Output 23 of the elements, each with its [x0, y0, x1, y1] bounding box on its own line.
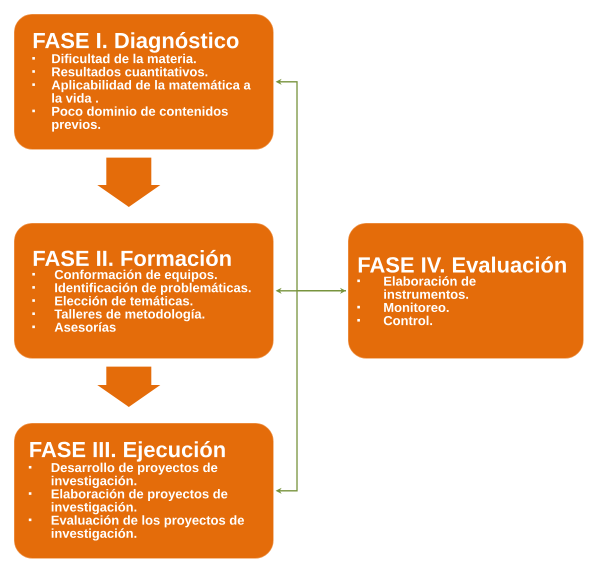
- bullet-item: Elaboración de instrumentos.: [384, 276, 476, 299]
- bullet-item: Identificación de problemáticas.: [55, 282, 251, 295]
- bullet-item: Monitoreo.: [384, 302, 449, 312]
- phase-title: FASE IV. Evaluación: [358, 256, 566, 273]
- bullet-item: Resultados cuantitativos.: [52, 66, 208, 76]
- bullet-item: Elaboración de proyectos de investigación.: [52, 488, 228, 514]
- bullet-item: Conformación de equipos.: [54, 270, 217, 282]
- bullet-item: Control.: [384, 316, 432, 326]
- bullet-item: Dificultad de la materia.: [52, 54, 196, 64]
- bullet-item: Desarrollo de proyectos de investigación.: [52, 462, 218, 488]
- bullet-item: Elección de temáticas.: [55, 296, 192, 306]
- phase-title: FASE I. Diagnóstico: [34, 32, 238, 53]
- phase-box: [14, 14, 274, 150]
- bullet-item: Talleres de metodología.: [54, 309, 204, 322]
- phase-box: [348, 223, 584, 359]
- phase-box: [14, 423, 274, 559]
- bullet-item: Evaluación de los proyectos de investigación.: [52, 515, 244, 541]
- bullet-item: Asesorías: [54, 322, 116, 332]
- phase-title: FASE III. Ejecución: [30, 441, 225, 462]
- bullet-item: Aplicabilidad de la matemática a la vida .: [52, 80, 251, 103]
- phase-title: FASE II. Formación: [34, 250, 231, 266]
- phase-box: [14, 223, 274, 359]
- bullet-item: Poco dominio de contenidos previos.: [52, 106, 228, 132]
